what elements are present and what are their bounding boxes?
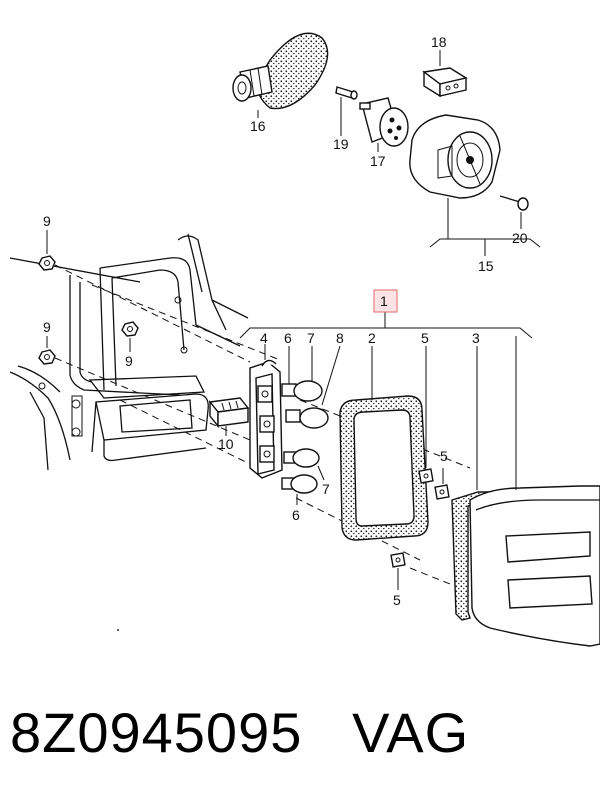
callout-9b: 9 xyxy=(43,319,51,335)
part-9-nut-mid xyxy=(38,349,56,365)
callout-6b: 6 xyxy=(292,507,300,523)
part-4-bulb-holder xyxy=(249,359,283,479)
part-17-socket xyxy=(359,97,409,147)
part-5-clip-upper xyxy=(418,468,434,484)
part-16-grommet xyxy=(232,32,329,110)
part-2-gasket xyxy=(339,395,429,541)
part-10-connector xyxy=(208,397,250,428)
callout-5c: 5 xyxy=(393,592,401,608)
callout-9a: 9 xyxy=(43,213,51,229)
part-5-clip-right xyxy=(434,484,450,500)
part-5-clip-lower xyxy=(390,552,406,568)
callout-7a: 7 xyxy=(307,330,315,346)
bulb-upper xyxy=(281,380,323,402)
part-18-connector xyxy=(422,67,468,98)
bulb-lower-a xyxy=(283,448,320,468)
callout-1-highlight xyxy=(373,289,398,313)
part-9-nut-top xyxy=(38,255,56,271)
callout-19: 19 xyxy=(333,136,349,152)
part-number-footer: 8Z0945095 VAG xyxy=(10,700,469,765)
callout-18: 18 xyxy=(431,34,447,50)
part-20-screw xyxy=(499,195,529,211)
vehicle-body-panel xyxy=(9,233,249,471)
tail-lamp-housing xyxy=(469,485,600,647)
callout-3: 3 xyxy=(472,330,480,346)
callout-9c: 9 xyxy=(125,353,133,369)
bulb-lower-b xyxy=(281,474,318,494)
part-number: 8Z0945095 xyxy=(10,701,303,764)
callout-7b: 7 xyxy=(322,481,330,497)
callout-10: 10 xyxy=(218,436,234,452)
callout-6a: 6 xyxy=(284,330,292,346)
bulb-middle xyxy=(285,407,329,429)
callout-2: 2 xyxy=(368,330,376,346)
callout-5b: 5 xyxy=(440,448,448,464)
callout-5a: 5 xyxy=(421,330,429,346)
part-19-pin xyxy=(335,86,358,100)
callout-1: 1 xyxy=(380,293,388,309)
callout-20: 20 xyxy=(512,230,528,246)
callout-labels: 1 2 3 4 5 5 5 6 6 7 7 8 9 9 9 10 15 16 1… xyxy=(43,34,528,608)
callout-17: 17 xyxy=(370,153,386,169)
callout-16: 16 xyxy=(250,118,266,134)
callout-4: 4 xyxy=(260,330,268,346)
brand-name: VAG xyxy=(352,701,470,764)
callout-15: 15 xyxy=(478,258,494,274)
callout-8: 8 xyxy=(336,330,344,346)
part-9-nut-inner xyxy=(121,321,139,337)
exploded-parts-diagram: 1 2 3 4 5 5 5 6 6 7 7 8 9 9 9 10 15 16 1… xyxy=(9,32,600,647)
part-15-housing xyxy=(409,114,501,199)
